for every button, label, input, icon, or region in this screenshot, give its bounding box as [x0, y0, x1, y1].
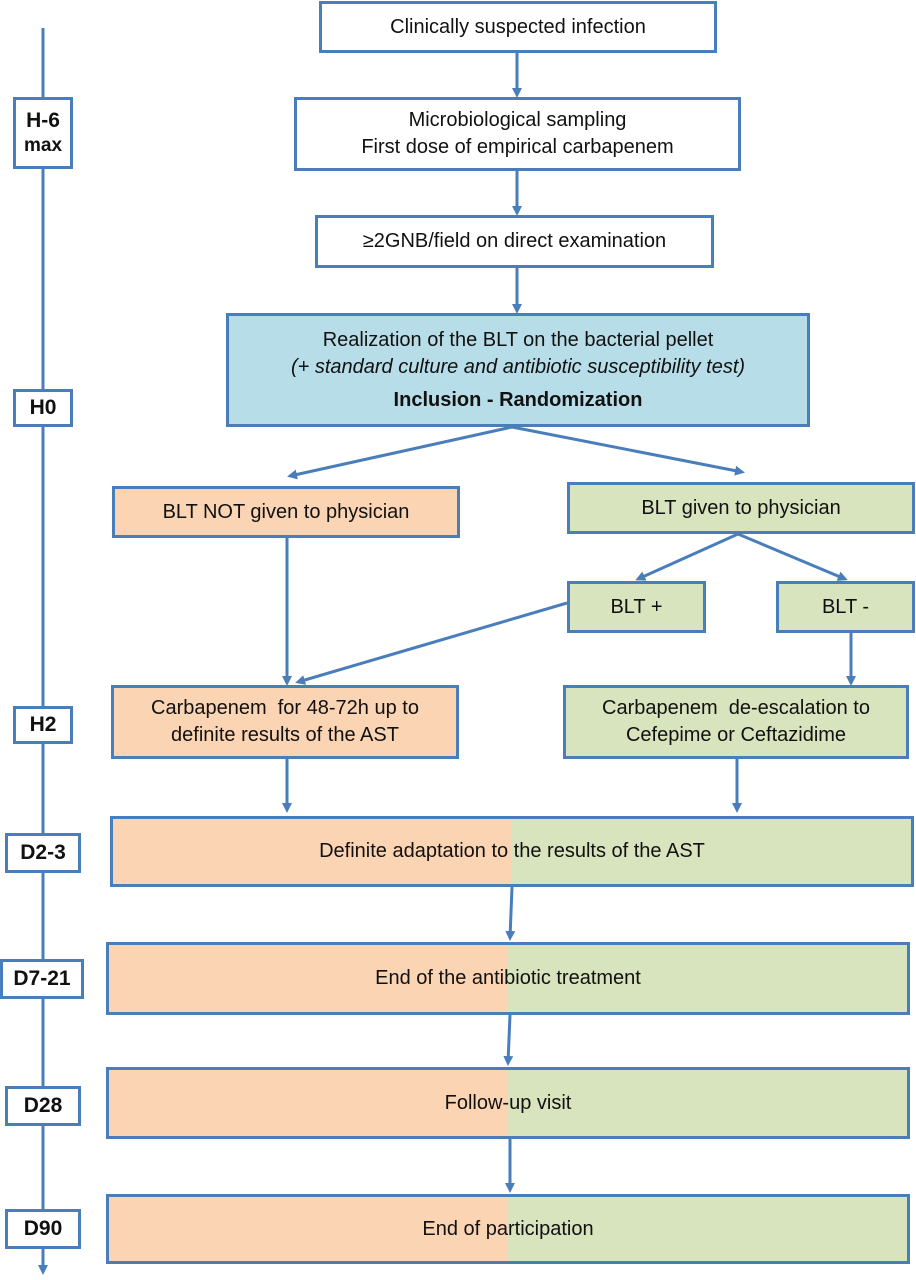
deesc-line2: Cefepime or Ceftazidime: [625, 724, 847, 746]
arrow-given-to-minus: [737, 532, 848, 581]
box-blt-plus: BLT +: [567, 581, 706, 633]
box-blt-given: BLT given to physician: [567, 482, 915, 534]
timeline-h2-text: H2: [29, 712, 57, 736]
box-followup: Follow-up visit: [106, 1067, 910, 1139]
timeline-d2-3-text: D2-3: [20, 840, 66, 864]
timeline-d90-text: D90: [23, 1216, 63, 1240]
box-deescalation: Carbapenem de-escalation to Cefepime or …: [563, 685, 909, 759]
followup-text: Follow-up visit: [444, 1091, 572, 1114]
box-end-treatment: End of the antibiotic treatment: [106, 942, 910, 1015]
gnb-text: ≥2GNB/field on direct examination: [362, 230, 667, 252]
blt-line1: Realization of the BLT on the bacterial …: [322, 328, 714, 351]
not-given-text: BLT NOT given to physician: [162, 500, 410, 523]
sampling-line2: First dose of empirical carbapenem: [361, 136, 674, 158]
box-gnb: ≥2GNB/field on direct examination: [315, 215, 714, 268]
blt-line2: (+ standard culture and antibiotic susce…: [290, 355, 746, 378]
suspected-text: Clinically suspected infection: [390, 15, 646, 38]
timeline-label-d28: D28: [5, 1086, 81, 1126]
box-blt-realization: Realization of the BLT on the bacterial …: [226, 313, 810, 427]
arrow-blt-to-not-given: [287, 425, 513, 480]
sampling-line1: Microbiological sampling: [408, 109, 627, 131]
box-adaptation: Definite adaptation to the results of th…: [110, 816, 914, 887]
box-carbapenem: Carbapenem for 48-72h up to definite res…: [111, 685, 459, 759]
blt-minus-text: BLT -: [821, 595, 870, 618]
box-suspected-infection: Clinically suspected infection: [319, 1, 717, 53]
timeline-h6-text: H-6: [26, 109, 60, 132]
timeline-h0-text: H0: [29, 395, 57, 419]
box-end-participation: End of participation: [106, 1194, 910, 1264]
blt-plus-text: BLT +: [610, 595, 663, 618]
timeline-label-h6: H-6 max: [13, 97, 73, 169]
given-text: BLT given to physician: [641, 496, 841, 519]
arrow-plus-to-carbapenem: [295, 601, 568, 685]
timeline-h6-sub: max: [23, 135, 63, 157]
timeline-label-d2-3: D2-3: [5, 833, 81, 873]
arrow-end-treatment-to-followup: [503, 1014, 514, 1066]
deesc-line1: Carbapenem de-escalation to: [602, 697, 870, 719]
box-sampling: Microbiological sampling First dose of e…: [294, 97, 741, 171]
timeline-label-d7-21: D7-21: [0, 959, 84, 999]
end-treatment-text: End of the antibiotic treatment: [375, 967, 641, 989]
carbapenem-line1: Carbapenem for 48-72h up to: [151, 697, 419, 719]
blt-line3: Inclusion - Randomization: [393, 388, 643, 411]
timeline-d28-text: D28: [23, 1093, 63, 1117]
timeline-label-h2: H2: [13, 706, 73, 744]
end-participation-text: End of participation: [422, 1217, 594, 1240]
arrow-given-to-plus: [635, 532, 739, 581]
timeline-label-d90: D90: [5, 1209, 81, 1249]
box-blt-minus: BLT -: [776, 581, 915, 633]
timeline-d7-21-text: D7-21: [13, 966, 71, 990]
arrow-adaptation-to-end-treatment: [505, 886, 516, 941]
adaptation-text: Definite adaptation to the results of th…: [319, 840, 705, 862]
arrow-blt-to-given: [511, 425, 745, 476]
timeline-label-h0: H0: [13, 389, 73, 427]
box-blt-not-given: BLT NOT given to physician: [112, 486, 460, 538]
carbapenem-line2: definite results of the AST: [171, 724, 399, 746]
